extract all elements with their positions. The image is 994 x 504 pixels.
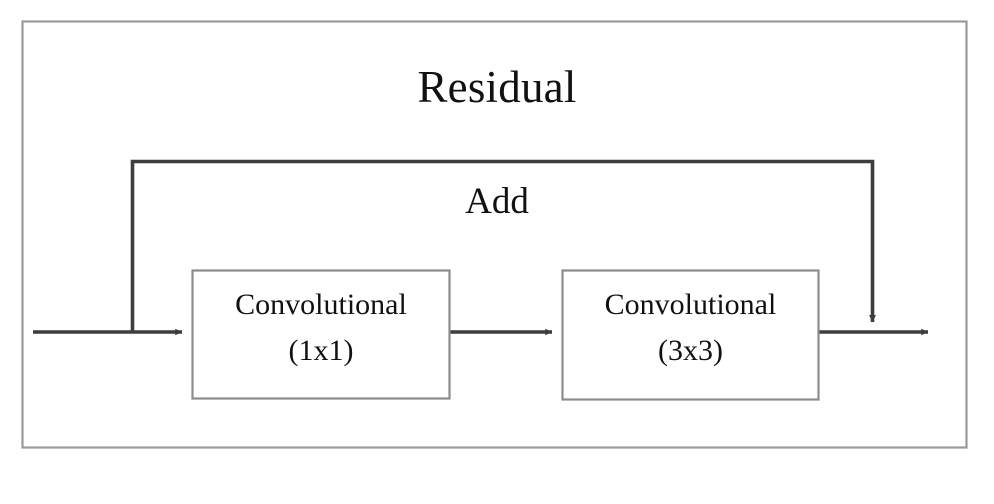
block-conv-3x3-line2: (3x3) xyxy=(658,334,723,368)
block-conv-1x1-line2: (1x1) xyxy=(288,334,354,368)
block-conv-1x1-line1: Convolutional xyxy=(235,288,407,321)
skip-connection-label: Add xyxy=(465,181,529,222)
diagram-title: Residual xyxy=(417,62,577,112)
block-conv-1x1-label: Convolutional (1x1) xyxy=(192,288,450,368)
block-conv-3x3-label: Convolutional (3x3) xyxy=(562,288,819,368)
block-conv-3x3-line1: Convolutional xyxy=(604,288,777,321)
diagram-frame xyxy=(21,20,968,449)
block-conv-3x3[interactable] xyxy=(561,269,820,401)
skip-connection-path xyxy=(130,159,876,332)
block-conv-1x1[interactable] xyxy=(191,269,451,400)
